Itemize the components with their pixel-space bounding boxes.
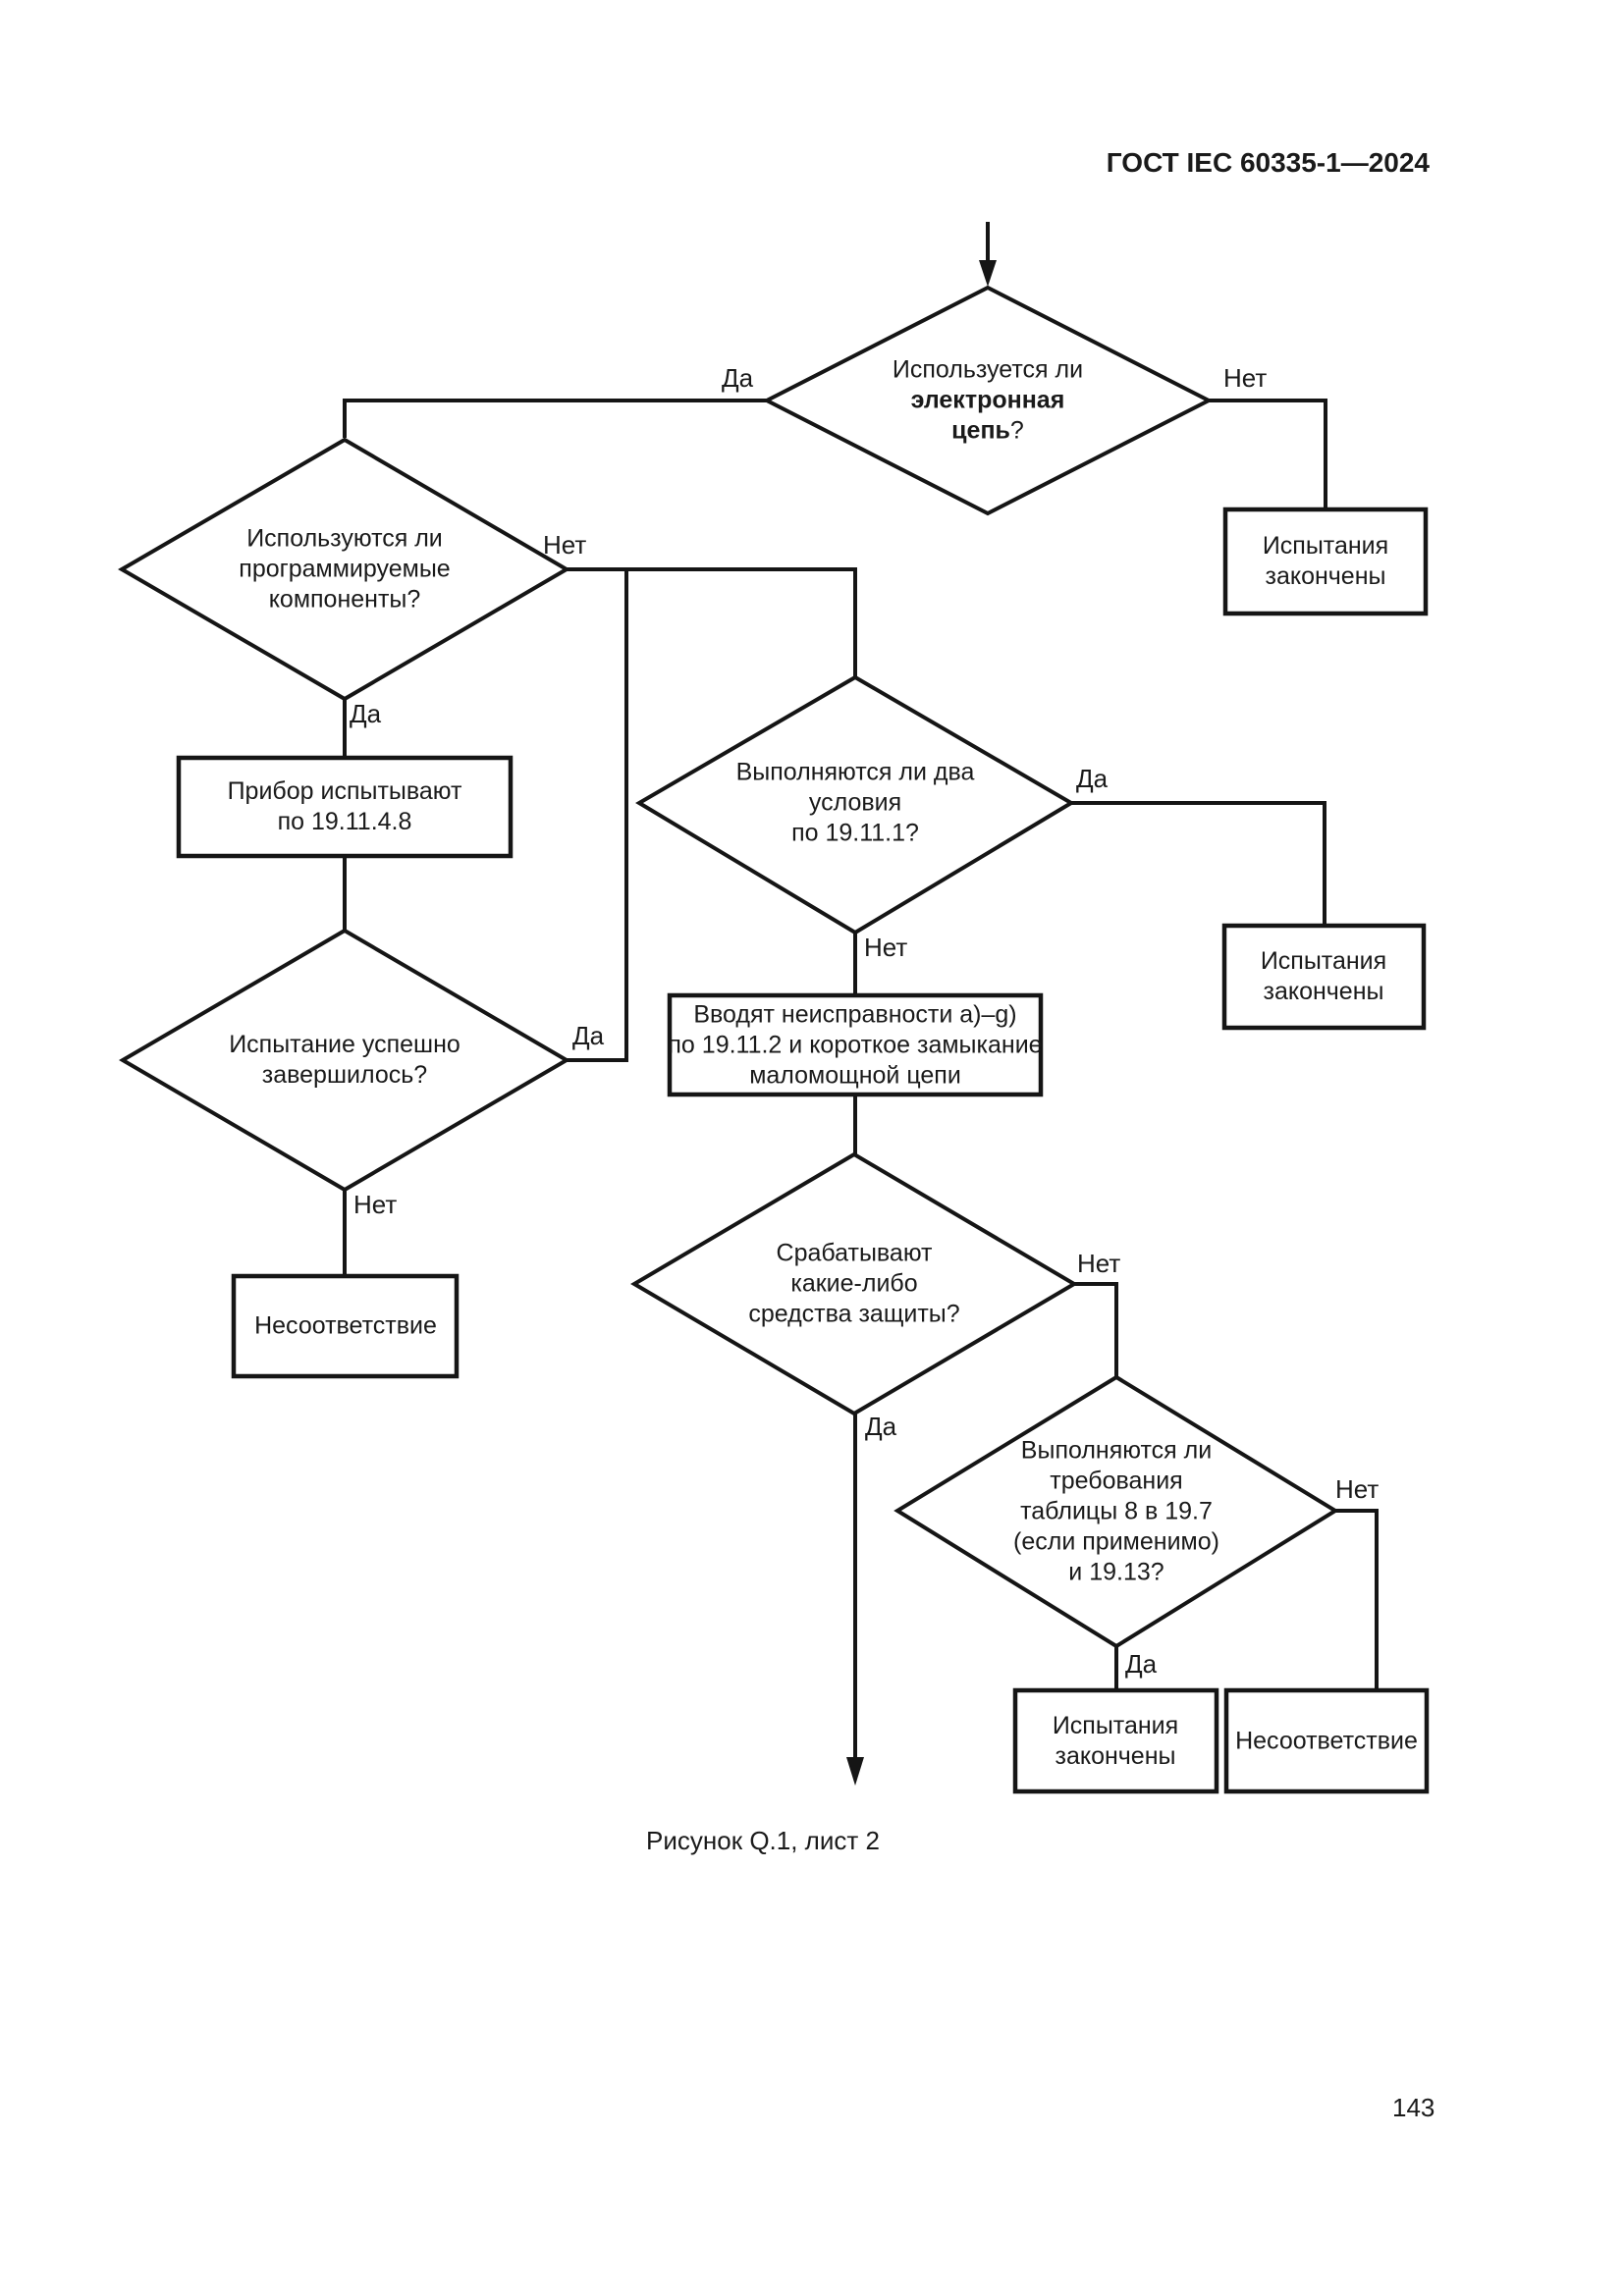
connector-d2-no xyxy=(567,567,857,677)
rect-tests-finished-1 xyxy=(1222,507,1429,616)
connector-d3-yes xyxy=(567,569,628,1062)
process-introduce-faults: Вводят неисправности a)–g) по 19.11.2 и … xyxy=(668,1000,1043,1090)
process-tests-finished-2: Испытания закончены xyxy=(1260,947,1387,1005)
rect-tests-finished-2 xyxy=(1221,923,1427,1031)
branch-label-no: Нет xyxy=(543,530,587,560)
branch-label-yes: Да xyxy=(1125,1649,1158,1679)
branch-label-no: Нет xyxy=(864,933,908,962)
branch-label-yes: Да xyxy=(722,363,754,393)
branch-label-yes: Да xyxy=(1076,764,1109,793)
page-header: ГОСТ IEC 60335-1—2024 xyxy=(1106,147,1430,178)
connector-d4-yes xyxy=(1071,801,1326,926)
figure-caption: Рисунок Q.1, лист 2 xyxy=(646,1826,880,1855)
branch-label-no: Нет xyxy=(1077,1249,1121,1278)
decision-protection-activated: Срабатывают какие-либо средства защиты? xyxy=(748,1239,960,1328)
decision-table8-requirements: Выполняются ли требования таблицы 8 в 19… xyxy=(1013,1436,1219,1586)
connector-d5-no xyxy=(1074,1282,1118,1377)
rect-tests-finished-3 xyxy=(1012,1687,1219,1794)
branch-label-no: Нет xyxy=(353,1190,398,1219)
decision-test-successful: Испытание успешно завершилось? xyxy=(229,1031,460,1089)
decision-two-conditions-19-11-1: Выполняются ли два условия по 19.11.1? xyxy=(735,758,975,847)
process-noncompliance-1: Несоответствие xyxy=(254,1311,437,1340)
branch-label-yes: Да xyxy=(350,699,382,728)
connector-d6-no xyxy=(1335,1509,1379,1690)
connector-d1-yes xyxy=(343,399,767,438)
process-noncompliance-2: Несоответствие xyxy=(1235,1727,1418,1755)
decision-electronic-circuit: Используется ли электронная цепь? xyxy=(892,355,1084,445)
rect-noncompliance-1 xyxy=(231,1273,460,1379)
process-tests-finished-1: Испытания закончены xyxy=(1262,532,1389,590)
branch-label-yes: Да xyxy=(865,1412,897,1441)
connector-d1-no xyxy=(1209,399,1327,509)
branch-label-no: Нет xyxy=(1223,363,1268,393)
decision-programmable-components: Используются ли программируемые компонен… xyxy=(239,524,451,614)
page-number: 143 xyxy=(1392,2093,1435,2122)
process-test-19-11-4-8: Прибор испытывают по 19.11.4.8 xyxy=(227,777,462,835)
diamond-electronic-circuit-shape xyxy=(762,285,1214,516)
rect-noncompliance-2 xyxy=(1223,1687,1430,1794)
branch-label-yes: Да xyxy=(572,1021,605,1050)
arrow-down-icon xyxy=(979,260,997,287)
process-tests-finished-3: Испытания закончены xyxy=(1052,1712,1179,1770)
arrow-down-icon xyxy=(846,1757,864,1786)
branch-label-no: Нет xyxy=(1335,1474,1380,1504)
